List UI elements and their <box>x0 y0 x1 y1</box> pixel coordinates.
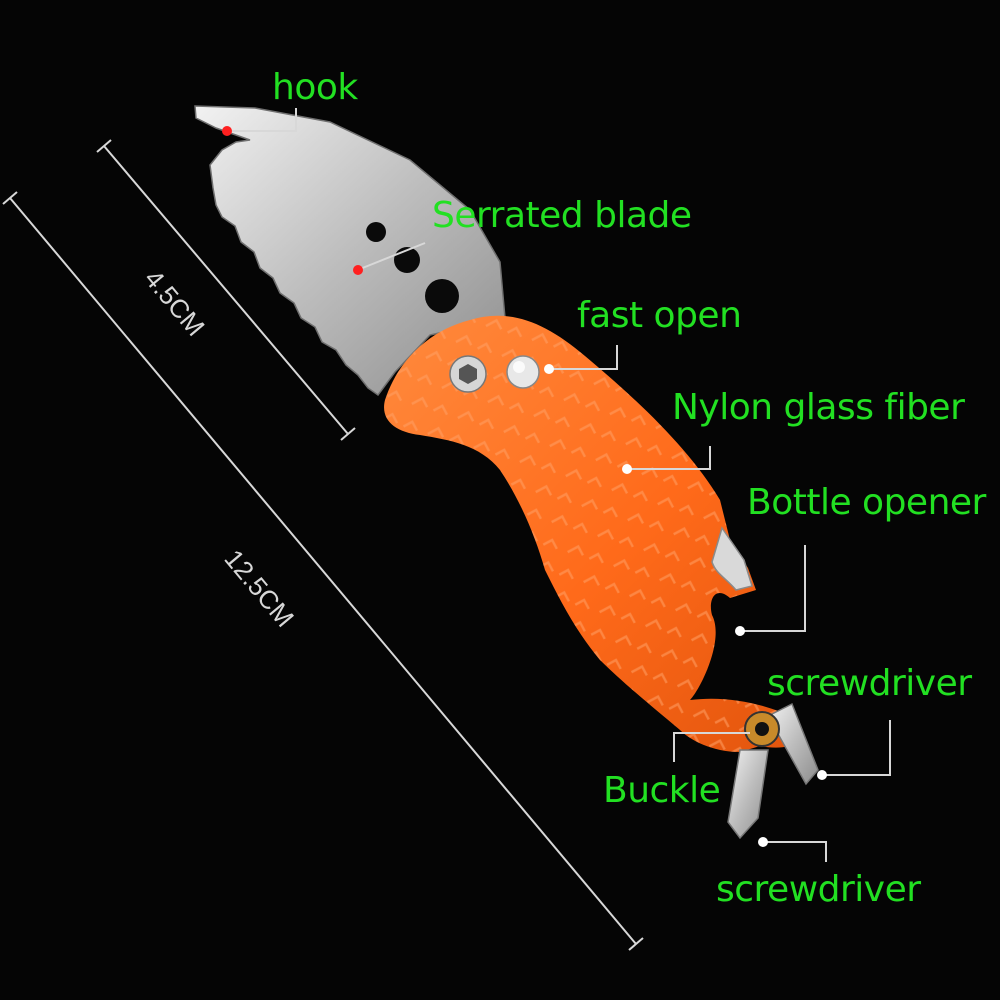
callout-line-fast-open <box>552 345 618 370</box>
label-nylon-glass-fiber: Nylon glass fiber <box>672 387 965 428</box>
nylon-handle <box>384 315 800 752</box>
blade-hole <box>366 222 386 242</box>
callout-line-serrated <box>359 242 426 270</box>
buckle-ring <box>744 711 780 747</box>
callout-line-bottle <box>740 545 806 632</box>
marker-hook <box>222 126 232 136</box>
callout-line-nylon <box>628 446 711 470</box>
screwdriver-bit-top <box>766 702 819 786</box>
marker-fast-open <box>544 364 554 374</box>
serrated-blade <box>194 105 506 397</box>
callout-line-screwdriver-bottom <box>765 841 827 862</box>
screwdriver-bit-bottom <box>727 749 769 840</box>
marker-serrated <box>353 265 363 275</box>
pivot-screw <box>449 355 487 393</box>
blade-hole <box>425 279 459 313</box>
dimension-line-total <box>2 191 644 951</box>
label-serrated-blade: Serrated blade <box>432 195 692 236</box>
marker-screwdriver-bottom <box>758 837 768 847</box>
marker-nylon <box>622 464 632 474</box>
callout-line-buckle <box>673 732 750 762</box>
marker-bottle <box>735 626 745 636</box>
bottle-opener <box>711 526 753 591</box>
callout-line-screwdriver-top <box>822 720 891 776</box>
fast-open-button <box>506 355 540 389</box>
marker-screwdriver-top <box>817 770 827 780</box>
label-buckle: Buckle <box>603 770 721 811</box>
dimension-line-blade <box>96 139 356 441</box>
label-screwdriver-bottom: screwdriver <box>716 869 921 910</box>
callout-line-hook <box>230 108 297 132</box>
label-fast-open: fast open <box>577 295 742 336</box>
label-screwdriver-top: screwdriver <box>767 663 972 704</box>
label-hook: hook <box>272 67 358 108</box>
label-bottle-opener: Bottle opener <box>747 482 986 523</box>
